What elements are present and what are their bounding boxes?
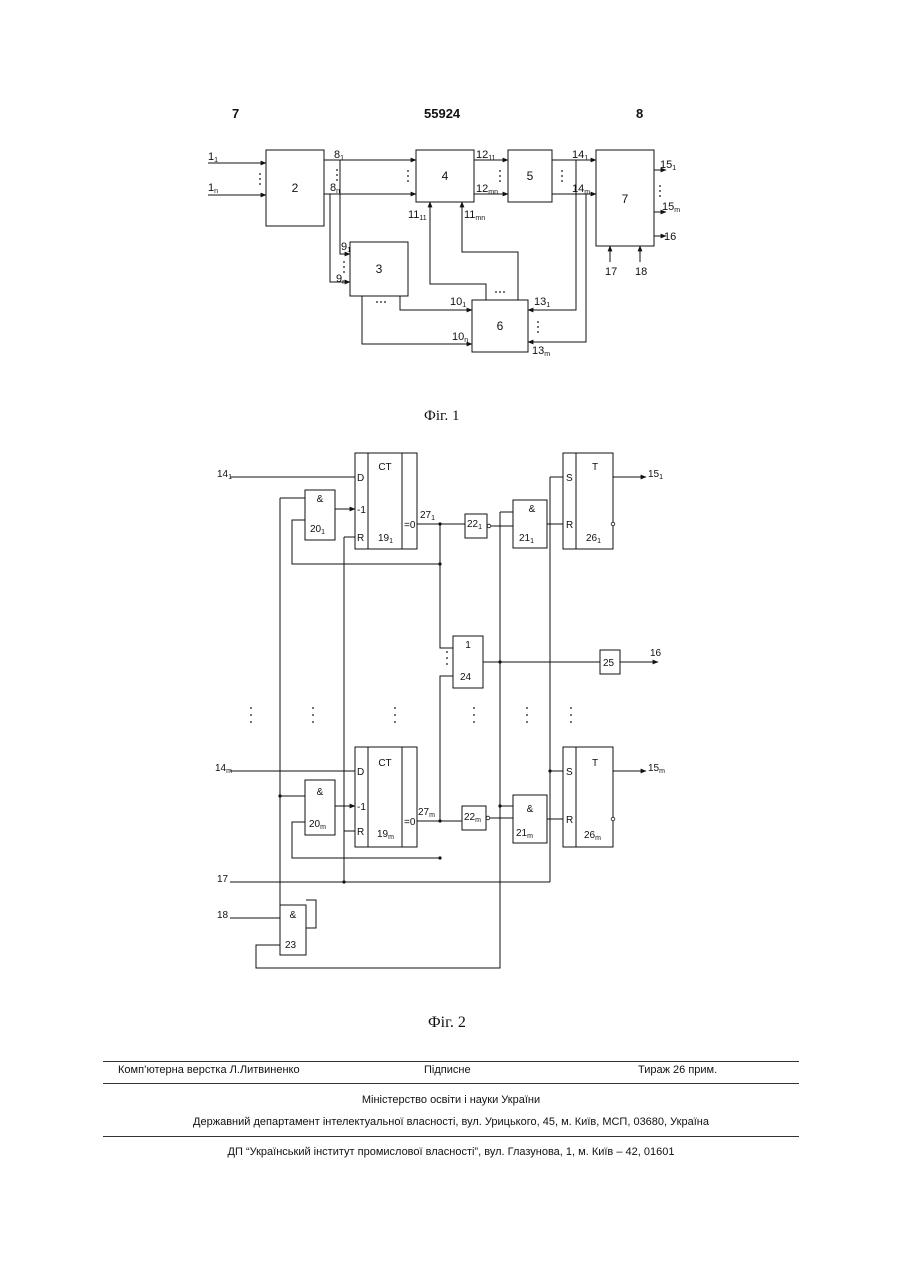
signal-14-m-label: 14m (572, 183, 590, 196)
label-19-1: 191 (378, 533, 393, 545)
signal-13-1-label: 131 (534, 296, 550, 309)
label-21-m: 21m (516, 828, 533, 840)
label-20-1: 201 (310, 524, 325, 536)
pin-r-tm: R (566, 815, 573, 826)
label-26-1: 261 (586, 533, 601, 545)
pin-eq0-m: =0 (404, 817, 416, 828)
input-18-label: 18 (635, 266, 647, 278)
label-18: 18 (217, 910, 229, 921)
and-21-1-symbol: & (529, 504, 536, 515)
pin-m1-1: -1 (357, 505, 366, 516)
label-25: 25 (603, 658, 615, 669)
label-16: 16 (650, 648, 662, 659)
and-20-m-symbol: & (317, 787, 324, 798)
ct-m-label: CT (378, 758, 391, 769)
footer-institute: ДП “Український інститут промислової вла… (103, 1146, 799, 1158)
or-24-symbol: 1 (465, 640, 471, 651)
fig2-caption: Фіг. 2 (428, 1014, 466, 1032)
block-7-label: 7 (622, 192, 629, 206)
signal-10-1-label: 101 (450, 296, 466, 309)
block-5-label: 5 (527, 169, 534, 183)
input-17-label: 17 (605, 266, 617, 278)
block-6-label: 6 (497, 319, 504, 333)
label-26-m: 26m (584, 830, 601, 842)
signal-12-11-label: 1211 (476, 149, 496, 162)
label-14-1: 141 (217, 469, 232, 481)
block-3-label: 3 (376, 262, 383, 276)
signal-16-label: 16 (664, 231, 676, 243)
pin-m1-m: -1 (357, 802, 366, 813)
label-19-m: 19m (377, 829, 394, 841)
footer-ministry: Міністерство освіти і науки України (103, 1094, 799, 1106)
label-14-m: 14m (215, 763, 232, 775)
signal-9-n-label: 9n (336, 273, 346, 286)
signal-12-mn-label: 12mn (476, 183, 498, 196)
pin-s-m: S (566, 767, 573, 778)
fig1-diagram (208, 150, 666, 352)
label-15-m: 15m (648, 763, 665, 775)
t-1-label: T (592, 462, 598, 473)
label-23: 23 (285, 940, 297, 951)
footer-rule-bottom (103, 1136, 799, 1137)
footer-signed: Підписне (424, 1064, 471, 1076)
fig1-caption: Фіг. 1 (424, 408, 459, 425)
signal-13-m-label: 13m (532, 345, 550, 358)
block-4-label: 4 (442, 169, 449, 183)
and-20-1-symbol: & (317, 494, 324, 505)
signal-8-1-label: 81 (334, 149, 344, 162)
and-21-m-symbol: & (527, 804, 534, 815)
block-2-label: 2 (292, 181, 299, 195)
pin-r-m: R (357, 827, 364, 838)
fig1-ellipsis-dots (259, 169, 661, 333)
label-20-m: 20m (309, 819, 326, 831)
signal-14-1-label: 141 (572, 149, 588, 162)
pin-d-m: D (357, 767, 364, 778)
label-22-m: 22m (464, 812, 481, 824)
footer-layout-by: Комп’ютерна верстка Л.Литвиненко (118, 1064, 300, 1076)
fig2-diagram (230, 453, 658, 968)
input-1-1-label: 11 (208, 151, 218, 164)
label-27-1: 271 (420, 510, 435, 522)
pin-r-1: R (357, 533, 364, 544)
footer-circulation: Тираж 26 прим. (638, 1064, 717, 1076)
signal-11-mn-label: 11mn (464, 209, 485, 222)
label-22-1: 221 (467, 519, 482, 531)
input-1-n-label: 1n (208, 182, 218, 195)
label-17: 17 (217, 874, 229, 885)
footer-rule-top (103, 1061, 799, 1062)
label-15-1: 151 (648, 469, 663, 481)
footer-department: Державний департамент інтелектуальної вл… (103, 1116, 799, 1128)
signal-15-1-label: 151 (660, 159, 676, 172)
footer-rule-middle (103, 1083, 799, 1084)
signal-11-11-label: 1111 (408, 209, 427, 222)
and-23-symbol: & (290, 910, 297, 921)
signal-8-n-label: 8n (330, 182, 340, 195)
t-m-label: T (592, 758, 598, 769)
signal-10-n-label: 10n (452, 331, 468, 344)
label-27-m: 27m (418, 807, 435, 819)
pin-eq0-1: =0 (404, 520, 416, 531)
label-21-1: 211 (519, 533, 534, 545)
pin-s-1: S (566, 473, 573, 484)
pin-r-t1: R (566, 520, 573, 531)
signal-15-m-label: 15m (662, 201, 680, 214)
ct-1-label: CT (378, 462, 391, 473)
pin-d-1: D (357, 473, 364, 484)
label-24: 24 (460, 672, 472, 683)
